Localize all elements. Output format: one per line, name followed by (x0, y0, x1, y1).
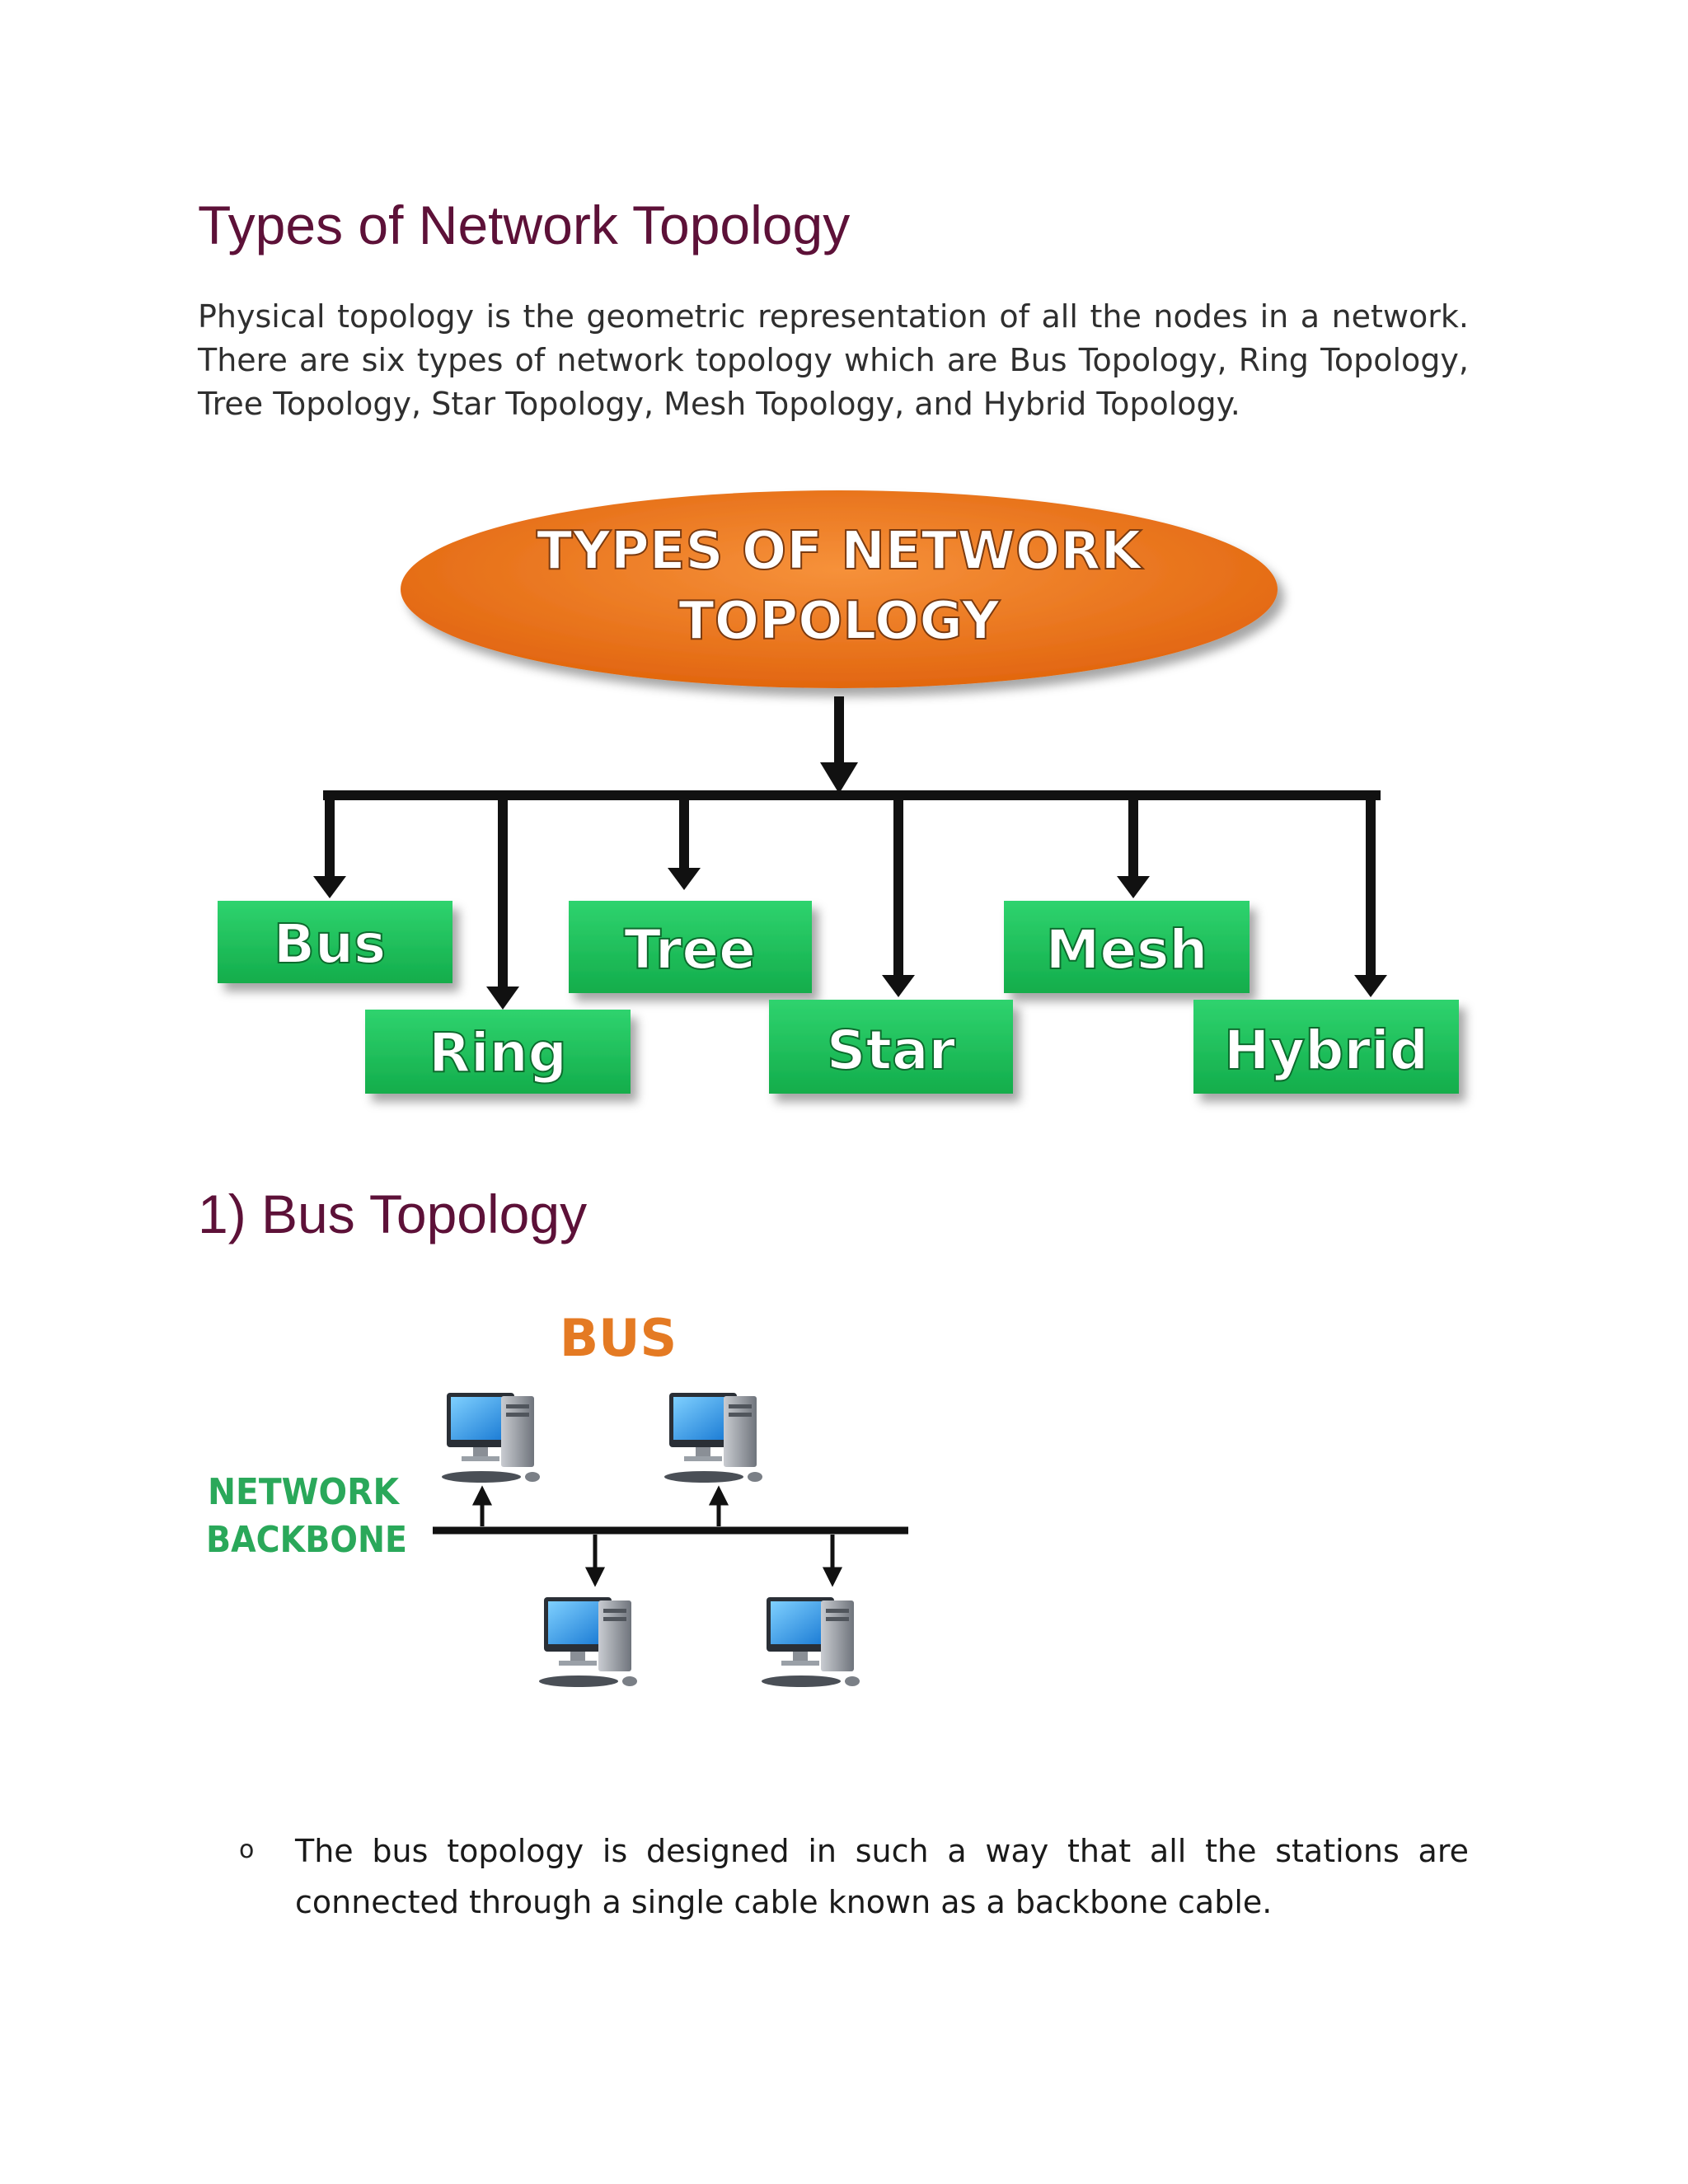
computer-icon (539, 1597, 637, 1687)
node-bus: Bus (218, 901, 452, 983)
node-label-ring: Ring (429, 1021, 567, 1085)
node-ring: Ring (365, 1010, 631, 1094)
backbone-label-line1: NETWORK (208, 1471, 401, 1513)
node-hybrid: Hybrid (1193, 1000, 1459, 1094)
bus-topology-figure: BUS NETWORK BACKBONE (206, 1310, 908, 1687)
bullet-marker: o (239, 1835, 255, 1864)
root-label-line1: TYPES OF NETWORK (537, 521, 1144, 582)
topology-types-diagram: TYPES OF NETWORK TOPOLOGY Bus (218, 490, 1459, 1094)
node-star: Star (769, 1000, 1013, 1094)
backbone-label-line2: BACKBONE (206, 1519, 407, 1561)
node-label-hybrid: Hybrid (1224, 1019, 1428, 1082)
node-label-tree: Tree (624, 918, 756, 982)
bullet-text: The bus topology is designed in such a w… (295, 1833, 1469, 1920)
node-label-star: Star (827, 1019, 956, 1082)
computer-icon (442, 1393, 540, 1483)
bus-figure-title: BUS (560, 1310, 677, 1368)
arrow-heads (313, 762, 1387, 1010)
root-label-line2: TOPOLOGY (678, 591, 1000, 652)
page-title: Types of Network Topology (198, 194, 851, 255)
node-mesh: Mesh (1004, 901, 1250, 993)
node-label-bus: Bus (274, 912, 387, 976)
section-heading-bus: 1) Bus Topology (198, 1183, 588, 1244)
connector-lines (323, 696, 1381, 989)
node-tree: Tree (569, 901, 812, 993)
bus-arrows (471, 1485, 843, 1587)
computer-icon (664, 1393, 762, 1483)
computer-icon (762, 1597, 860, 1687)
root-ellipse (401, 490, 1278, 688)
node-label-mesh: Mesh (1046, 918, 1208, 982)
intro-paragraph: Physical topology is the geometric repre… (198, 298, 1469, 422)
